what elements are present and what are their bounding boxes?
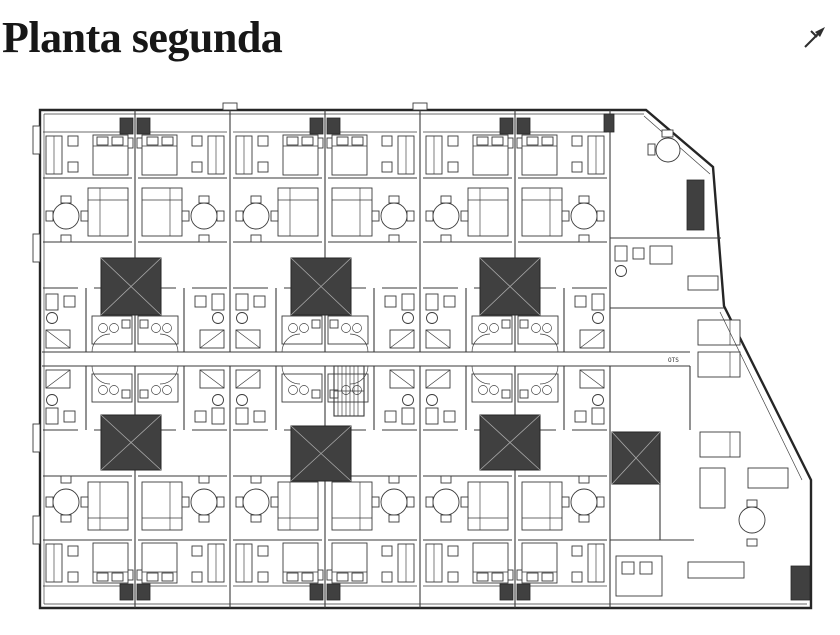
arrow-head xyxy=(815,27,825,37)
wall-inner-lines xyxy=(43,113,807,605)
apartment-unit xyxy=(326,365,418,601)
corridor xyxy=(42,351,690,367)
page-title: Planta segunda xyxy=(2,13,283,62)
apartment-unit xyxy=(516,365,608,601)
facade-ledges xyxy=(32,102,428,545)
apartment-unit xyxy=(42,117,134,353)
plan-annotation: OTS xyxy=(668,357,679,364)
staircase xyxy=(333,365,365,417)
party-walls xyxy=(134,110,611,608)
apartment-unit xyxy=(232,117,324,353)
building-outline xyxy=(38,108,813,610)
north-arrow-icon xyxy=(804,27,825,48)
apartment-unit xyxy=(326,117,418,353)
apartment-unit xyxy=(42,365,134,601)
apartment-unit xyxy=(422,117,514,353)
apartment-unit xyxy=(516,117,608,353)
apartment-unit xyxy=(422,365,514,601)
apartment-unit xyxy=(232,365,324,601)
elevator-cores xyxy=(100,257,661,485)
right-wing xyxy=(603,113,811,601)
apartment-unit xyxy=(136,365,228,601)
apartment-unit xyxy=(136,117,228,353)
